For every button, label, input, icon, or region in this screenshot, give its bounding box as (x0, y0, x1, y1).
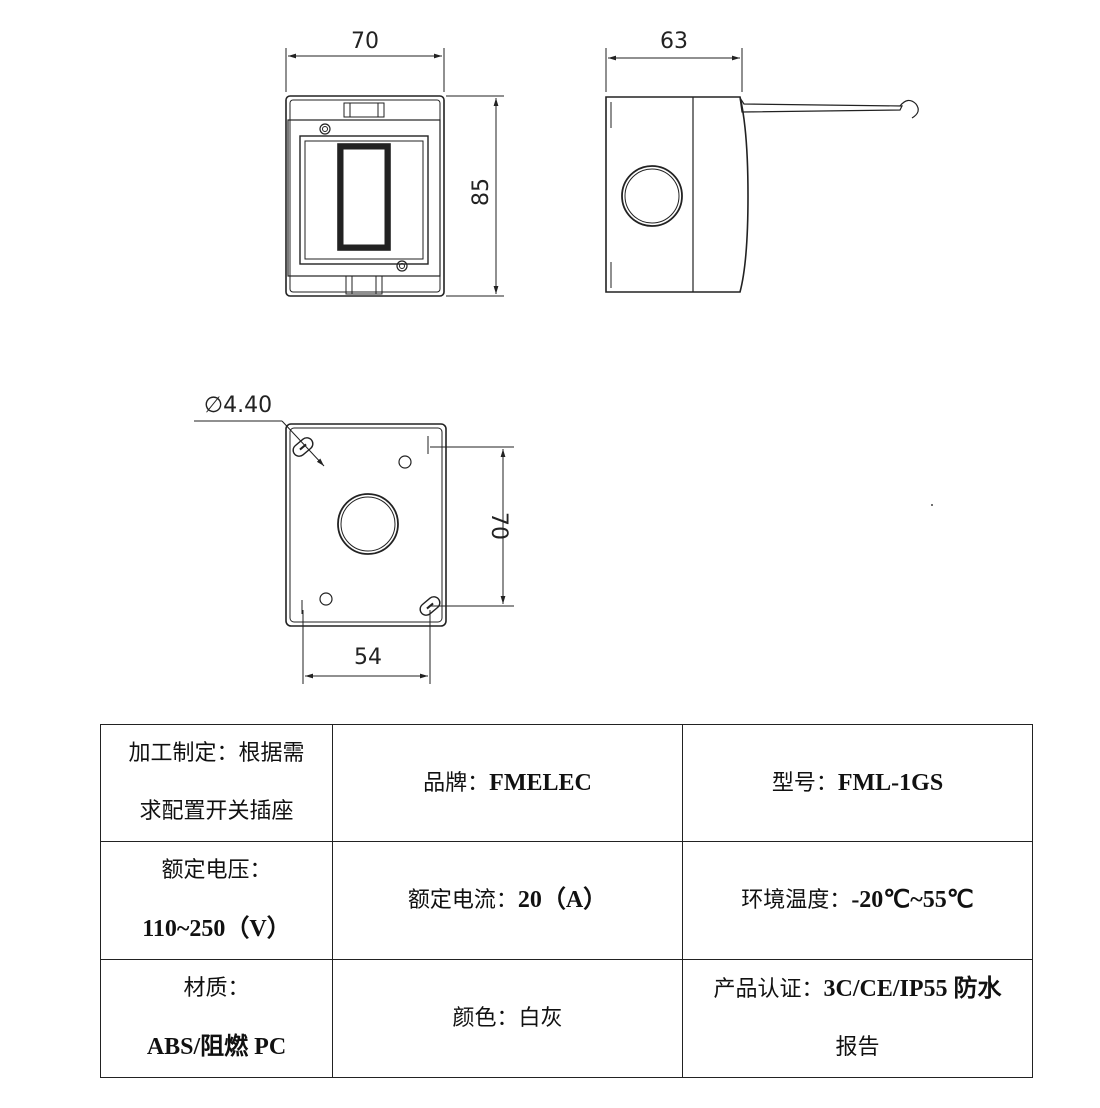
spec-value: 3C/CE/IP55 防水 (823, 976, 1002, 1002)
spec-value: ABS/阻燃 PC (146, 1034, 287, 1060)
spec-label: 加工制定：根据需 (128, 741, 305, 766)
side-view (605, 48, 919, 293)
spec-label: 品牌： (423, 770, 490, 796)
spec-label-line2: 报告 (835, 1035, 880, 1060)
dim-back-width: 54 (354, 645, 382, 670)
spec-value: 20（A） (517, 887, 608, 913)
spec-label: 颜色：白灰 (452, 1005, 563, 1031)
dim-front-width: 70 (351, 29, 379, 54)
spec-label: 产品认证： (713, 977, 824, 1002)
spec-value: -20℃~55℃ (851, 887, 974, 913)
spec-row: 额定电压： 110~250（V） 额定电流：20（A） 环境温度：-20℃~55… (100, 841, 1033, 960)
spec-cell-certification: 产品认证：3C/CE/IP55 防水 报告 (682, 959, 1033, 1078)
spec-cell-brand: 品牌：FMELEC (332, 724, 683, 842)
dim-hole-diameter: ∅4.40 (204, 393, 272, 418)
spec-label: 额定电流： (407, 888, 518, 913)
back-view (194, 420, 514, 684)
dim-front-height: 85 (469, 178, 494, 206)
spec-cell-temperature: 环境温度：-20℃~55℃ (682, 841, 1033, 960)
spec-value: FML-1GS (837, 769, 944, 796)
spec-cell-current: 额定电流：20（A） (332, 841, 683, 960)
dim-back-height: 70 (486, 512, 511, 540)
stray-dot (931, 504, 933, 506)
spec-value: 110~250（V） (142, 916, 291, 942)
spec-row: 材质： ABS/阻燃 PC 颜色：白灰 产品认证：3C/CE/IP55 防水 报… (100, 959, 1033, 1078)
spec-value: FMELEC (489, 769, 592, 796)
spec-label: 型号： (771, 770, 838, 796)
spec-label-line2: 求配置开关插座 (139, 799, 294, 824)
spec-cell-model: 型号：FML-1GS (682, 724, 1033, 842)
spec-table: 加工制定：根据需 求配置开关插座 品牌：FMELEC 型号：FML-1GS 额定… (100, 724, 1033, 1078)
spec-cell-material: 材质： ABS/阻燃 PC (100, 959, 333, 1078)
spec-row: 加工制定：根据需 求配置开关插座 品牌：FMELEC 型号：FML-1GS (100, 724, 1033, 842)
technical-drawing: 70 85 63 (194, 29, 933, 684)
spec-cell-voltage: 额定电压： 110~250（V） (100, 841, 333, 960)
front-view (285, 48, 504, 297)
spec-cell-color: 颜色：白灰 (332, 959, 683, 1078)
dim-side-depth: 63 (660, 29, 688, 54)
spec-cell-processing: 加工制定：根据需 求配置开关插座 (100, 724, 333, 842)
spec-label: 额定电压： (161, 858, 272, 883)
spec-label: 环境温度： (741, 888, 852, 913)
spec-label: 材质： (183, 976, 250, 1001)
